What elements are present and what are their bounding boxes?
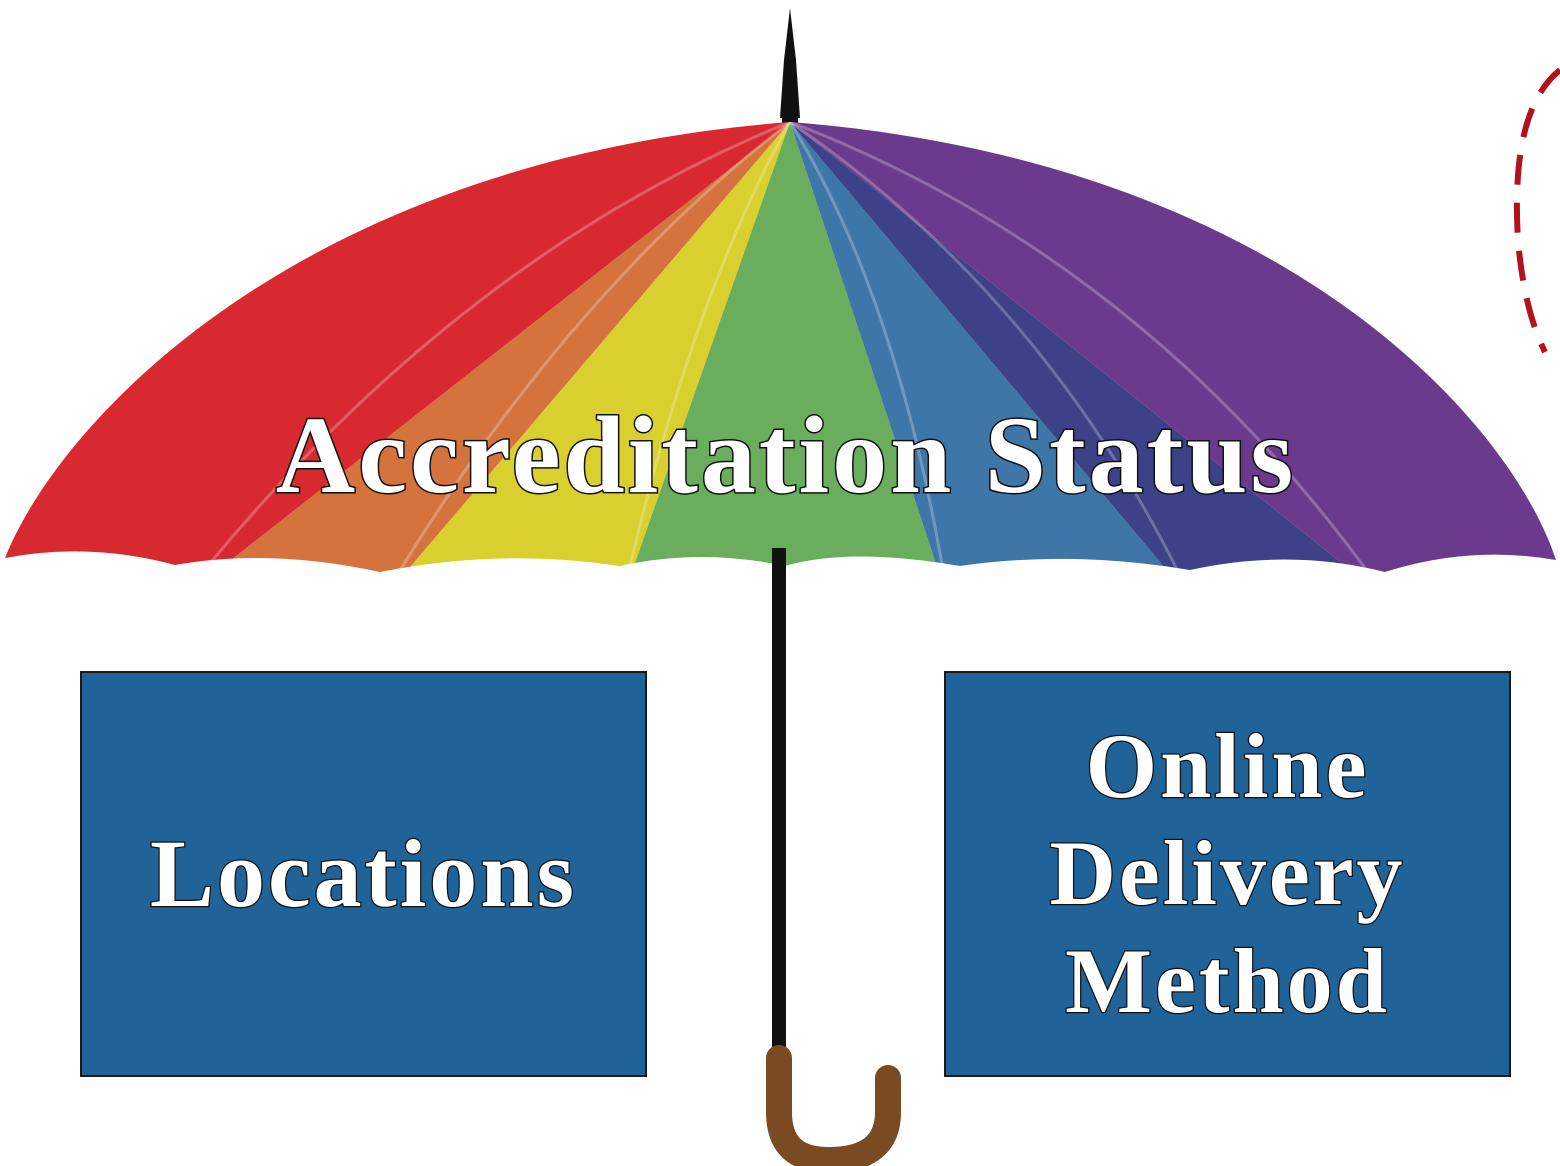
umbrella-shaft xyxy=(772,548,786,1066)
stripe-green xyxy=(622,122,948,572)
locations-label: Locations xyxy=(149,820,578,928)
stripe-yellow xyxy=(382,122,790,572)
online-delivery-method-box: Online Delivery Method xyxy=(944,671,1511,1077)
umbrella-tip xyxy=(780,8,800,118)
dashed-callout-arc xyxy=(1513,67,1560,354)
umbrella-canopy xyxy=(5,122,1556,572)
locations-box: Locations xyxy=(80,671,647,1077)
online-delivery-method-label: Online Delivery Method xyxy=(1048,713,1406,1033)
stripe-orange xyxy=(180,122,790,572)
title: Accreditation Status xyxy=(276,394,1296,516)
umbrella-handle xyxy=(766,1045,901,1166)
umbrella-ferrule xyxy=(782,100,798,124)
